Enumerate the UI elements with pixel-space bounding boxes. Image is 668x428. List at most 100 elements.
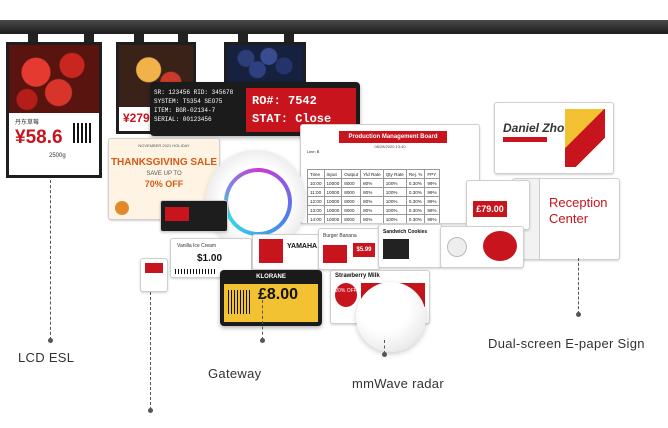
table-header-cell: Yld Rate [360,169,384,179]
table-header-cell: Qty Rate [382,169,407,179]
hanger [178,32,188,44]
leader-line [262,300,263,340]
table-cell: 100% [382,196,407,206]
table-cell: 0.30% [405,205,426,215]
table-cell: 80% [360,214,384,223]
table-cell: 8000 [341,178,362,188]
sign-top-text: NOVEMBER 2021 HOLIDAY [138,143,190,148]
leader-line [50,180,51,340]
board-title: Production Management Board [339,131,447,143]
weight-text: 2500g [49,153,66,159]
center-text: Center [549,211,589,226]
leader-line [384,340,385,354]
leader-dot [382,352,387,357]
sale-sub: SAVE UP TO [146,171,182,177]
leader-dot [260,338,265,343]
table-cell: 0.30% [405,187,426,197]
tag-yellow-panel: £8.00 [224,284,318,322]
table-cell: 10000 [323,205,343,215]
table-cell: 10000 [323,214,343,223]
table-cell: 99% [424,187,440,197]
table-cell: 8000 [341,196,362,206]
rid-text: RID: 345678 [193,89,234,96]
table-cell: 8000 [341,187,362,197]
table-cell: 0.30% [405,178,426,188]
table-cell: 10000 [323,196,343,206]
table-header-cell: FPY [424,169,440,179]
table-cell: 0.30% [405,214,426,223]
table-cell: 10:00 [307,178,325,188]
ro-number: RO#: 7542 [252,94,317,108]
line-label: Line: B [307,149,320,154]
table-cell: 80% [360,205,384,215]
brand-text: YAMAHA [287,243,318,250]
sale-percent: 70% OFF [144,179,184,189]
tag-product: Strawberry Milk [335,273,380,279]
qr-code-icon [73,123,93,143]
hanger [284,32,294,44]
tag-price: £8.00 [258,286,299,303]
tag-red-block [483,231,517,261]
barcode-icon [228,290,252,314]
leader-dot [576,312,581,317]
esl-tag: £79.00 [466,180,530,230]
brand-text: KLORANE [256,274,286,280]
discount-badge: 20% OFF [335,283,357,307]
table-cell: 100% [382,178,407,188]
esl-tag-small [140,258,168,292]
lcd-price-card: 丹东草莓 ¥58.6 2500g [9,113,99,175]
item-text: ITEM: BGR-02134-7 [154,107,216,114]
hanger [84,32,94,44]
hanger [28,32,38,44]
table-cell: 11:00 [307,187,325,197]
table-cell: 0.30% [405,196,426,206]
table-cell: 99% [424,205,440,215]
lcd-esl-display: 丹东草莓 ¥58.6 2500g [6,42,102,178]
tag-price: $5.99 [353,243,375,257]
leader-line [578,258,579,314]
tag-product: Burger Banana [323,233,357,239]
name-sign: Daniel Zhou [494,102,614,174]
esl-tag-yellow: KLORANE £8.00 [220,270,322,326]
price-text: ¥279 [123,111,150,125]
esl-tag: Burger Banana $5.99 [318,228,380,270]
table-cell: 12:00 [307,196,325,206]
table-cell: 8000 [341,205,362,215]
tag-red-block [165,207,189,221]
esl-tag: YAMAHA [252,234,320,270]
leader-dot [48,338,53,343]
table-cell: 80% [360,178,384,188]
product-image [383,239,409,259]
lcd-esl-display [224,42,306,86]
ceiling-rail [0,20,668,34]
reception-text: Reception [549,195,608,210]
table-header-cell: Output [341,169,362,179]
table-cell: 80% [360,196,384,206]
label-mmwave-radar: mmWave radar [352,376,444,391]
hanger [238,32,248,44]
esl-tag [160,200,228,232]
system-text: SYSTEM: TS354 SEO75 [154,98,223,105]
product-image [323,245,347,263]
sr-text: SR: 123456 [154,89,191,96]
esl-tag [440,226,524,268]
barcode-icon [175,269,215,274]
status-text: STAT: Close [252,112,332,126]
tag-red-block [145,263,163,273]
strawberry-image [9,45,99,113]
mmwave-radar-device [356,282,426,352]
table-header-cell: Input [323,169,343,179]
name-underline [503,137,547,142]
table-cell: 99% [424,214,440,223]
table-header-cell: Rej. % [405,169,426,179]
table-cell: 99% [424,178,440,188]
tag-product: Sandwich Cookies [383,229,428,235]
table-cell: 10000 [323,187,343,197]
tag-product: Vanilla Ice Cream [177,243,217,249]
person-name: Daniel Zhou [503,121,572,135]
